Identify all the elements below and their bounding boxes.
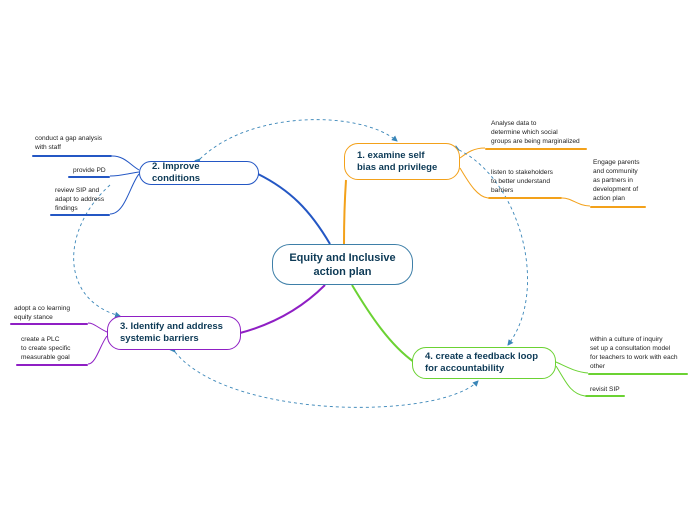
leaf-underline <box>585 395 625 397</box>
leaf-underline <box>485 148 587 150</box>
leaf-underline <box>588 373 688 375</box>
topic-improve-label: 2. Improve conditions <box>152 161 201 184</box>
branch-to-identify <box>239 284 326 334</box>
leaf-culture-inquiry[interactable]: within a culture of inquiry set up a con… <box>590 336 678 370</box>
topic-examine-label: 1. examine self bias and privilege <box>357 149 438 173</box>
leaf-create-plc[interactable]: create a PLC to create specific measurab… <box>21 336 71 361</box>
leaf-engage-parents[interactable]: Engage parents and community as partners… <box>593 159 640 202</box>
relation-examine-feedback <box>453 145 528 346</box>
leaf-underline <box>488 197 562 199</box>
topic-feedback-label: 4. create a feedback loop for accountabi… <box>425 351 538 374</box>
connector-feedback-revisit <box>555 365 586 397</box>
branch-to-improve <box>257 173 331 245</box>
connector-examine-engage <box>561 197 591 207</box>
topic-improve-conditions[interactable]: 2. Improve conditions <box>139 161 259 185</box>
leaf-underline <box>68 176 110 178</box>
leaf-underline <box>10 323 88 325</box>
leaf-analyse-data[interactable]: Analyse data to determine which social g… <box>491 120 580 145</box>
connector-improve-gap <box>111 155 140 171</box>
central-topic-label: Equity and Inclusive action plan <box>289 251 396 278</box>
connector-identify-adopt <box>87 322 108 333</box>
central-topic[interactable]: Equity and Inclusive action plan <box>272 244 413 285</box>
leaf-review-sip[interactable]: review SIP and adapt to address findings <box>55 187 105 212</box>
leaf-revisit-sip[interactable]: revisit SIP <box>590 386 620 393</box>
leaf-underline <box>50 214 110 216</box>
topic-identify-barriers[interactable]: 3. Identify and address systemic barrier… <box>107 316 241 350</box>
topic-feedback-loop[interactable]: 4. create a feedback loop for accountabi… <box>412 347 556 379</box>
leaf-underline <box>590 206 646 208</box>
topic-identify-label: 3. Identify and address systemic barrier… <box>120 321 223 344</box>
connector-improve-sip <box>109 173 140 215</box>
relation-improve-examine <box>194 119 398 165</box>
branch-to-examine <box>343 179 347 245</box>
leaf-provide-pd[interactable]: provide PD <box>73 167 106 174</box>
leaf-co-learning[interactable]: adopt a co learning equity stance <box>14 305 71 321</box>
leaf-underline <box>32 155 112 157</box>
connector-examine-listen <box>459 167 489 199</box>
relation-identify-feedback <box>169 346 479 408</box>
branch-to-feedback <box>351 284 415 363</box>
leaf-gap-analysis[interactable]: conduct a gap analysis with staff <box>35 135 103 151</box>
topic-examine-bias[interactable]: 1. examine self bias and privilege <box>344 143 460 180</box>
connector-examine-analyse <box>459 147 486 159</box>
leaf-underline <box>16 364 88 366</box>
connector-feedback-culture <box>555 361 589 374</box>
connector-identify-plc <box>87 335 108 365</box>
leaf-listen-stakeholders[interactable]: listen to stakeholders to better underst… <box>491 169 553 194</box>
connector-improve-pd <box>109 171 140 177</box>
